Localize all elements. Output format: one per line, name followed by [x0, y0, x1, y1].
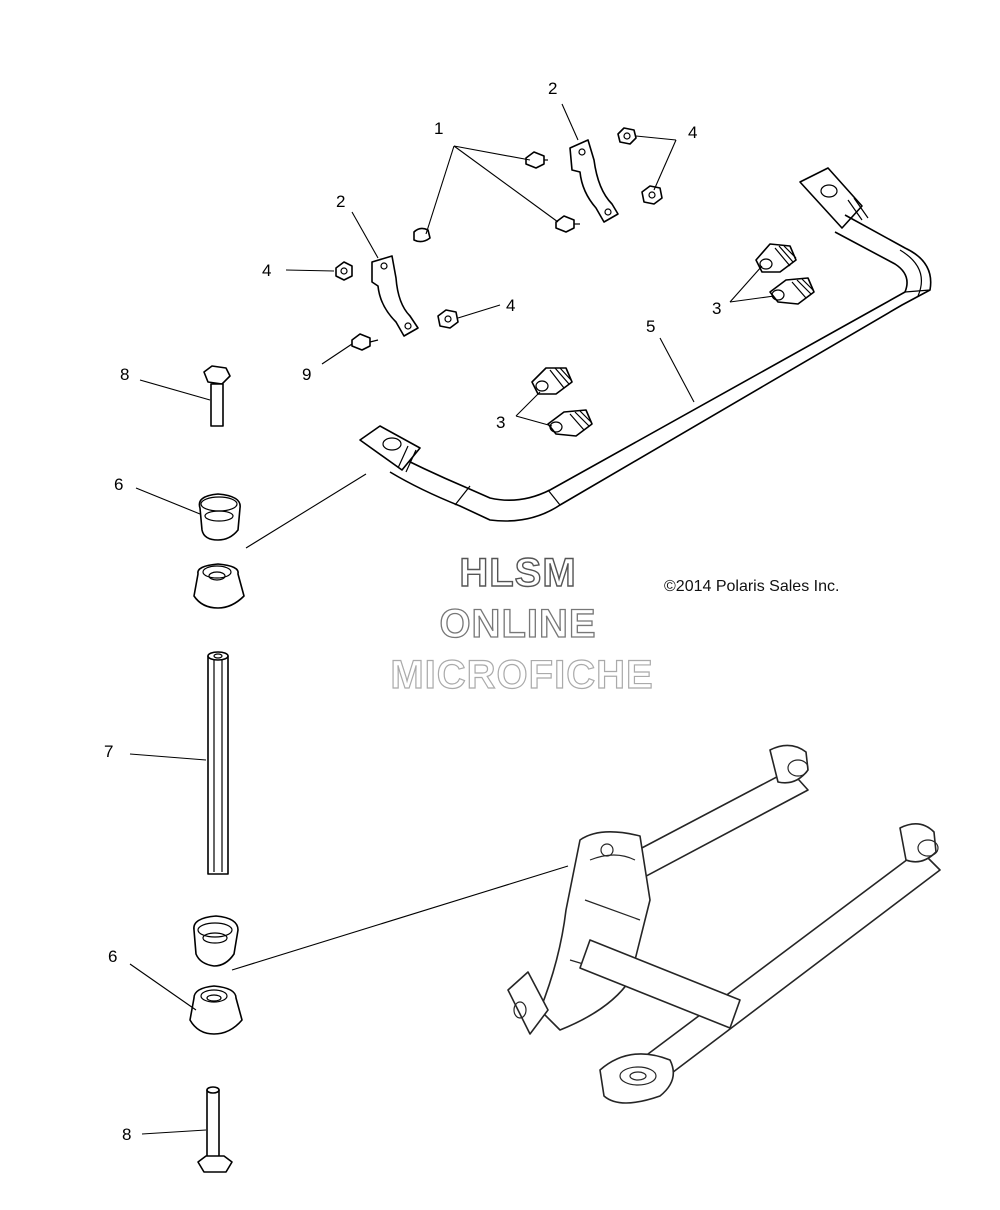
watermark-line-3: MICROFICHE [390, 653, 653, 697]
callout-4-mid: 4 [506, 296, 515, 315]
callout-6-lower: 6 [108, 947, 117, 966]
bushing-6-bottom-lower [189, 985, 243, 1035]
callout-7: 7 [104, 742, 113, 761]
nut-4c [335, 261, 353, 281]
watermark-line-2: ONLINE [439, 602, 596, 646]
callout-5: 5 [646, 317, 655, 336]
bolt-8-top [203, 365, 231, 427]
watermark-line-1: HLSM [459, 551, 576, 595]
nut-4a [617, 127, 637, 145]
watermark: HLSM ONLINE MICROFICHE [390, 550, 654, 697]
callout-9: 9 [302, 365, 311, 384]
trailing-arm-assembly [507, 744, 941, 1104]
bolt-1a [525, 151, 548, 169]
bar-bushing-lower-b [547, 409, 593, 437]
callout-3-upper: 3 [712, 299, 721, 318]
bolt-9 [351, 333, 379, 351]
callout-4-upper-right: 4 [688, 123, 697, 142]
callout-2-lower: 2 [336, 192, 345, 211]
bolt-1c [413, 227, 431, 243]
bar-bushing-upper-b [769, 277, 815, 305]
callout-8-lower: 8 [122, 1125, 131, 1144]
callout-3-lower: 3 [496, 413, 505, 432]
callout-1: 1 [434, 119, 443, 138]
spacer-tube [207, 651, 229, 875]
bolt-1b [555, 215, 580, 233]
clamp-lower [371, 255, 419, 337]
callout-4-left: 4 [262, 261, 271, 280]
bushing-6-top-lower [193, 563, 245, 609]
callout-labels: 1 2 2 3 3 4 4 4 5 6 6 7 8 8 9 [104, 79, 721, 1144]
bar-bushing-upper-a [755, 243, 797, 273]
clamp-upper [569, 139, 619, 223]
bushing-6-bottom-upper [193, 915, 239, 967]
callout-8-upper: 8 [120, 365, 129, 384]
nut-4d [437, 309, 459, 329]
copyright-text: ©2014 Polaris Sales Inc. [664, 578, 839, 595]
bushing-6-top-upper [198, 493, 241, 541]
callout-2-upper: 2 [548, 79, 557, 98]
leader-lines [129, 103, 775, 1135]
nut-4b [641, 185, 663, 205]
callout-6-upper: 6 [114, 475, 123, 494]
stabilizer-bar [359, 167, 932, 522]
bolt-8-bottom [197, 1086, 233, 1173]
bar-bushing-lower-a [531, 367, 573, 395]
